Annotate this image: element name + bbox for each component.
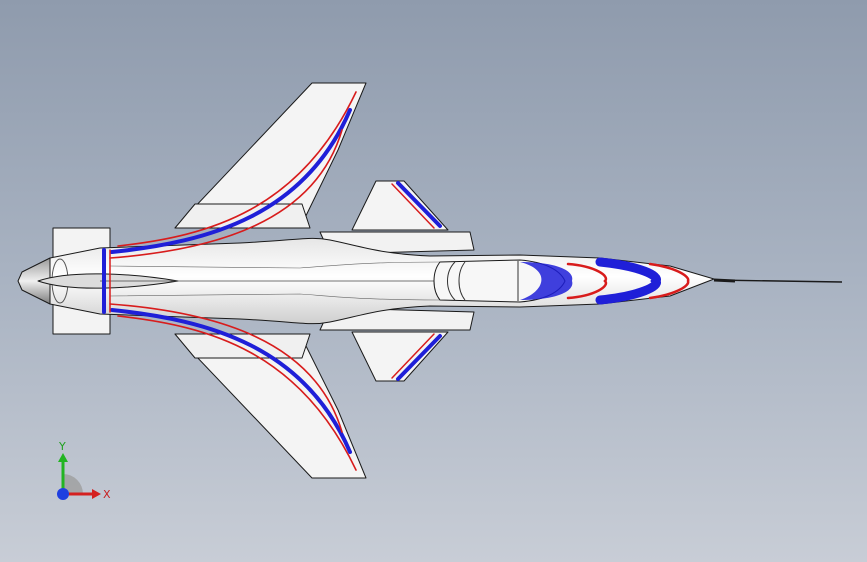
canard-top[interactable] bbox=[351, 180, 449, 231]
stripe-nose-red-2 bbox=[648, 262, 690, 300]
triad-y-arrow bbox=[58, 453, 68, 462]
nose-blue-panel bbox=[520, 262, 573, 300]
stripe-canard-bottom-red bbox=[391, 333, 435, 379]
engine-nozzle bbox=[17, 257, 51, 305]
triad-x-arrow bbox=[92, 489, 101, 499]
canard-bottom[interactable] bbox=[351, 331, 449, 382]
stripe-nose-red-1 bbox=[566, 262, 608, 300]
stripe-canard-top-red bbox=[391, 183, 435, 229]
stripe-wing-top-red-outer bbox=[117, 91, 357, 247]
stripe-wing-bottom-blue bbox=[110, 308, 352, 454]
canopy-arc-2 bbox=[458, 261, 466, 301]
canopy-arc bbox=[447, 261, 456, 301]
stripe-canard-bottom bbox=[396, 334, 442, 381]
stripe-wing-bottom-red-outer bbox=[117, 315, 357, 471]
stripe-nose-blue bbox=[595, 257, 661, 305]
triad-z-axis bbox=[57, 488, 69, 500]
reference-triad: Y X bbox=[57, 440, 111, 501]
fuselage-line-lower bbox=[109, 293, 441, 301]
stripe-wing-bottom-red-inner bbox=[109, 303, 343, 433]
stripe-wing-top-blue bbox=[110, 108, 352, 254]
triad-plane-quarter bbox=[63, 474, 83, 494]
fuselage-line-upper bbox=[109, 261, 441, 269]
triad-x-label: X bbox=[103, 488, 111, 501]
wing-root-top bbox=[174, 203, 311, 229]
wing-root-bottom bbox=[174, 333, 311, 359]
triad-y-label: Y bbox=[58, 440, 66, 453]
stripe-wing-top-red-inner bbox=[109, 129, 343, 259]
pitot-base bbox=[713, 278, 736, 283]
stripe-canard-top bbox=[396, 181, 442, 228]
pitot-probe bbox=[713, 279, 843, 283]
